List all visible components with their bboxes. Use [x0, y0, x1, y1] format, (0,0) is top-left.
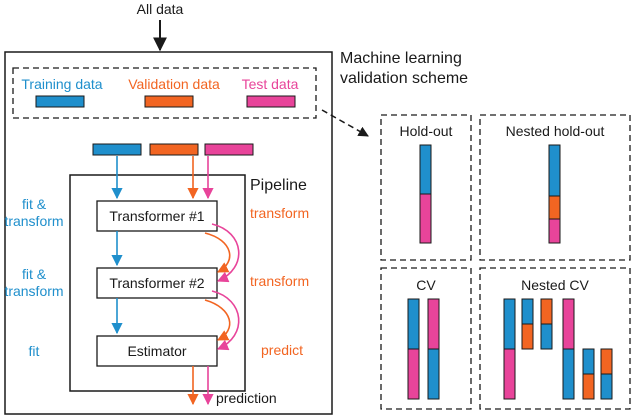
nested-cv-outer-2-test [562, 298, 575, 350]
main-box [4, 51, 333, 415]
cv-title: CV [416, 277, 436, 293]
test-curve-1 [211, 223, 240, 283]
scheme-title-line-2: validation scheme [340, 70, 468, 87]
cv-fold-2-test [427, 298, 440, 350]
predict-label: predict [261, 342, 303, 358]
cv-panel [380, 267, 472, 410]
holdout-train-segment [419, 144, 432, 195]
cv-fold-1-test [407, 348, 420, 400]
holdout-title: Hold-out [400, 123, 453, 139]
nested-cv-inner-2b-validation [600, 348, 613, 375]
transformer-1-label: Transformer #1 [109, 208, 204, 224]
legend-validation-label: Validation data [128, 76, 220, 92]
transform-label-1: transform [250, 205, 309, 221]
cv-fold-1-train [407, 298, 420, 350]
scheme-arrow [321, 109, 369, 137]
prediction-label: prediction [216, 390, 277, 406]
legend-test-swatch [246, 95, 296, 108]
all-data-label: All data [137, 1, 184, 17]
nested-cv-inner-1a-train [521, 298, 534, 325]
nested-holdout-validation-segment [548, 195, 561, 220]
fit-transform-1-line-2: transform [4, 213, 63, 229]
nested-cv-outer-1-test [503, 348, 516, 400]
nested-cv-inner-2b-train [600, 373, 613, 400]
nested-holdout-train-segment [548, 144, 561, 197]
nested-cv-inner-1b-train [540, 323, 553, 350]
pipeline-label: Pipeline [250, 177, 307, 194]
nested-cv-title: Nested CV [521, 277, 589, 293]
legend-validation-swatch [144, 95, 194, 108]
nested-cv-panel [479, 267, 631, 410]
fit-transform-2-line-1: fit & [22, 266, 47, 282]
nested-cv-inner-1a-validation [521, 323, 534, 350]
test-curve-2 [211, 290, 240, 351]
transformer-1-box [96, 200, 218, 232]
validation-curve-1 [204, 232, 231, 273]
legend-box [12, 67, 317, 119]
holdout-test-segment [419, 193, 432, 244]
transformer-2-label: Transformer #2 [109, 275, 204, 291]
input-validation-bar [149, 143, 199, 156]
legend-test-label: Test data [242, 76, 299, 92]
cv-fold-2-train [427, 348, 440, 400]
nested-holdout-test-segment [548, 218, 561, 244]
nested-cv-inner-2a-train [582, 348, 595, 375]
nested-cv-outer-1-train [503, 298, 516, 350]
estimator-label: Estimator [127, 343, 186, 359]
transformer-2-box [96, 267, 218, 299]
legend-training-label: Training data [21, 76, 102, 92]
pipeline-box [69, 174, 246, 392]
fit-transform-1-line-1: fit & [22, 196, 47, 212]
holdout-panel [380, 114, 472, 261]
estimator-box [96, 335, 218, 367]
nested-cv-inner-1b-validation [540, 298, 553, 325]
nested-cv-outer-2-train [562, 348, 575, 400]
nested-cv-inner-2a-validation [582, 373, 595, 400]
nested-holdout-panel [479, 114, 631, 261]
input-training-bar [92, 143, 142, 156]
fit-transform-2-line-2: transform [4, 283, 63, 299]
input-test-bar [204, 143, 254, 156]
scheme-title-line-1: Machine learning [340, 50, 462, 67]
validation-curve-2 [204, 299, 231, 341]
legend-training-swatch [35, 95, 85, 108]
transform-label-2: transform [250, 273, 309, 289]
nested-holdout-title: Nested hold-out [506, 123, 605, 139]
fit-label: fit [29, 343, 40, 359]
